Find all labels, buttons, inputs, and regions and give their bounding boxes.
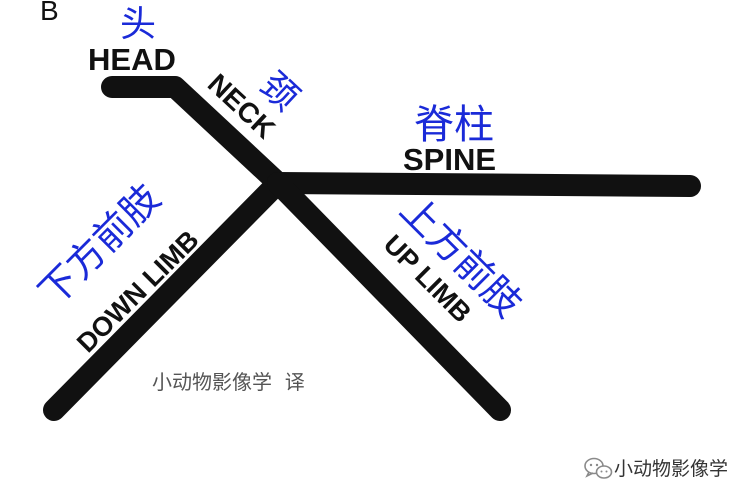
- watermark: 小动物影像学: [584, 457, 728, 480]
- panel-label: B: [40, 0, 59, 26]
- up-limb-line: [267, 172, 511, 421]
- spine-line: [267, 172, 701, 197]
- down-limb-line: [43, 172, 289, 421]
- head-neck-line: [101, 76, 289, 194]
- head-label-cn: 头: [120, 4, 156, 45]
- translator-note: 小动物影像学 译: [152, 370, 305, 394]
- spine-label-en: SPINE: [403, 142, 496, 177]
- head-label-en: HEAD: [88, 42, 176, 77]
- spine-label-cn: 脊柱: [414, 102, 494, 148]
- wechat-icon: [584, 457, 613, 479]
- watermark-text: 小动物影像学: [614, 458, 728, 480]
- stick-figure: [43, 76, 701, 421]
